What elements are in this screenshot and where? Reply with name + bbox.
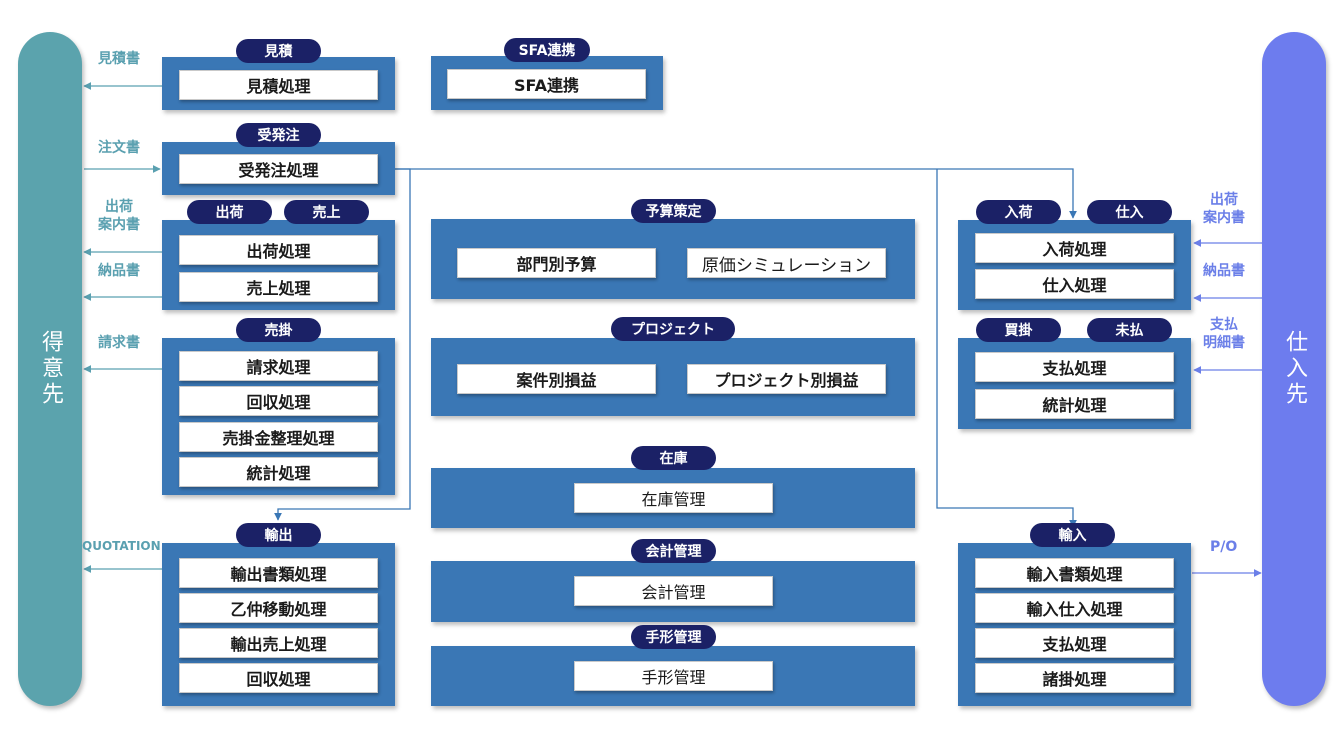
tag-shukka: 出荷 [187, 200, 272, 224]
item-yushutsu-shorui[interactable]: 輸出書類処理 [179, 558, 378, 588]
item-shukka-shori[interactable]: 出荷処理 [179, 235, 378, 265]
tag-kaikei: 会計管理 [631, 539, 716, 563]
item-shogakari-shori[interactable]: 諸掛処理 [975, 663, 1174, 693]
flow-to-yunyu [936, 169, 1077, 528]
item-urikake-tokei[interactable]: 統計処理 [179, 457, 378, 487]
label-mitsumori-doc: 見積書 [98, 51, 140, 67]
supplier-label: 仕入先 [1282, 330, 1307, 408]
tag-juhatchu: 受発注 [236, 123, 321, 147]
supplier-pill: 仕入先 [1262, 32, 1326, 706]
label-r-shiharai-doc: 支払 明細書 [1203, 317, 1245, 351]
tag-yunyu: 輸入 [1030, 523, 1115, 547]
flow-juhatchu-to-yushutsu [274, 168, 411, 521]
item-kaikake-tokei[interactable]: 統計処理 [975, 389, 1174, 419]
tag-miharai: 未払 [1087, 318, 1172, 342]
customer-label: 得意先 [38, 330, 63, 408]
item-yunyu-shiharai[interactable]: 支払処理 [975, 628, 1174, 658]
item-mitsumori-shori[interactable]: 見積処理 [179, 70, 378, 100]
tag-sfa: SFA連携 [504, 38, 590, 62]
tag-yushutsu: 輸出 [236, 523, 321, 547]
item-genka-sim[interactable]: 原価シミュレーション [687, 248, 886, 278]
item-shiharai-shori[interactable]: 支払処理 [975, 352, 1174, 382]
item-zaiko-kanri[interactable]: 在庫管理 [574, 483, 773, 513]
label-seikyu-doc: 請求書 [98, 335, 140, 351]
label-shukka-doc: 出荷 案内書 [98, 199, 140, 233]
item-juhatchu-shori[interactable]: 受発注処理 [179, 154, 378, 184]
label-r-shukka-doc: 出荷 案内書 [1203, 192, 1245, 226]
item-otsunaka-ido[interactable]: 乙仲移動処理 [179, 593, 378, 623]
label-chumon-doc: 注文書 [98, 140, 140, 156]
item-nyuka-shori[interactable]: 入荷処理 [975, 233, 1174, 263]
item-kaishu-shori[interactable]: 回収処理 [179, 386, 378, 416]
tag-mitsumori: 見積 [236, 39, 321, 63]
item-project-soneki[interactable]: プロジェクト別損益 [687, 364, 886, 394]
item-anken-soneki[interactable]: 案件別損益 [457, 364, 656, 394]
item-yunyu-shorui[interactable]: 輸入書類処理 [975, 558, 1174, 588]
item-tegata-kanri[interactable]: 手形管理 [574, 661, 773, 691]
item-seikyu-shori[interactable]: 請求処理 [179, 351, 378, 381]
label-r-po: P/O [1210, 539, 1238, 555]
tag-urikake: 売掛 [236, 318, 321, 342]
flow-juhatchu-to-nyuka [395, 168, 1077, 219]
item-shiire-shori[interactable]: 仕入処理 [975, 269, 1174, 299]
item-bumon-yosan[interactable]: 部門別予算 [457, 248, 656, 278]
tag-yosan: 予算策定 [631, 199, 716, 223]
item-yunyu-shiire[interactable]: 輸入仕入処理 [975, 593, 1174, 623]
tag-kaikake: 買掛 [976, 318, 1061, 342]
item-sfa[interactable]: SFA連携 [447, 69, 646, 99]
label-quotation-doc: QUOTATION [82, 539, 161, 553]
label-nohin-doc: 納品書 [98, 263, 140, 279]
tag-zaiko: 在庫 [631, 446, 716, 470]
item-yushutsu-kaishu[interactable]: 回収処理 [179, 663, 378, 693]
item-yushutsu-uriage[interactable]: 輸出売上処理 [179, 628, 378, 658]
item-urikakekin-seiri[interactable]: 売掛金整理処理 [179, 422, 378, 452]
item-uriage-shori[interactable]: 売上処理 [179, 272, 378, 302]
tag-nyuka: 入荷 [976, 200, 1061, 224]
tag-shiire: 仕入 [1087, 200, 1172, 224]
tag-tegata: 手形管理 [631, 625, 716, 649]
item-kaikei-kanri[interactable]: 会計管理 [574, 576, 773, 606]
tag-project: プロジェクト [611, 317, 735, 341]
label-r-nohin-doc: 納品書 [1203, 263, 1245, 279]
tag-uriage: 売上 [284, 200, 369, 224]
customer-pill: 得意先 [18, 32, 82, 706]
